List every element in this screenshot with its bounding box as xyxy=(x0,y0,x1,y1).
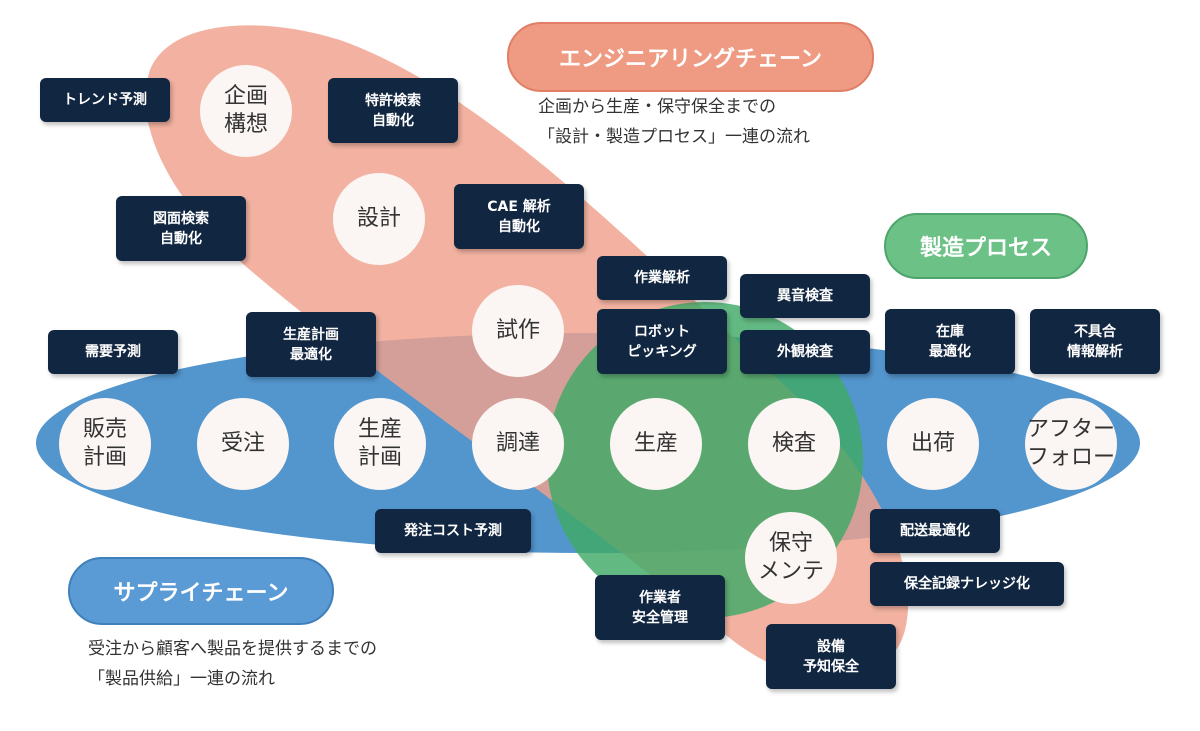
solution-worker-safety: 作業者 安全管理 xyxy=(595,575,725,640)
solution-trend-forecast: トレンド予測 xyxy=(40,78,170,122)
solution-work-analysis: 作業解析 xyxy=(597,256,727,300)
stage-hanbai-keikaku: 販売 計画 xyxy=(59,398,151,490)
stage-hoshu-mente: 保守 メンテ xyxy=(745,512,837,604)
stage-seisan-keikaku: 生産 計画 xyxy=(334,398,426,490)
supply-chain-title: サプライチェーン xyxy=(68,557,334,625)
solution-patent-search: 特許検索 自動化 xyxy=(328,78,458,143)
stage-kensa: 検査 xyxy=(748,398,840,490)
solution-cae-analysis: CAE 解析 自動化 xyxy=(454,184,584,249)
solution-abnormal-sound: 異音検査 xyxy=(740,274,870,318)
solution-predictive-maintenance: 設備 予知保全 xyxy=(766,624,896,689)
solution-maintenance-record: 保全記録ナレッジ化 xyxy=(870,562,1064,606)
solution-inventory: 在庫 最適化 xyxy=(885,309,1015,374)
manufacturing-process-title: 製造プロセス xyxy=(884,213,1088,279)
stage-after-follow: アフター フォロー xyxy=(1025,398,1117,490)
stage-kikaku-koso: 企画 構想 xyxy=(200,65,292,157)
stage-shisaku: 試作 xyxy=(472,285,564,377)
stage-seisan: 生産 xyxy=(610,398,702,490)
solution-order-cost: 発注コスト予測 xyxy=(375,509,531,553)
stage-sekkei: 設計 xyxy=(333,173,425,265)
solution-production-plan: 生産計画 最適化 xyxy=(246,312,376,377)
engineering-chain-description: 企画から生産・保守保全までの 「設計・製造プロセス」一連の流れ xyxy=(538,97,810,147)
engineering-chain-title: エンジニアリングチェーン xyxy=(507,22,874,92)
solution-defect-analysis: 不具合 情報解析 xyxy=(1030,309,1160,374)
solution-demand-forecast: 需要予測 xyxy=(48,330,178,374)
solution-delivery: 配送最適化 xyxy=(870,509,1000,553)
supply-chain-description: 受注から顧客へ製品を提供するまでの 「製品供給」一連の流れ xyxy=(88,639,377,689)
stage-shukka: 出荷 xyxy=(887,398,979,490)
solution-appearance-inspection: 外観検査 xyxy=(740,330,870,374)
stage-juchu: 受注 xyxy=(197,398,289,490)
stage-chotatsu: 調達 xyxy=(472,398,564,490)
solution-drawing-search: 図面検索 自動化 xyxy=(116,196,246,261)
solution-robot-picking: ロボット ピッキング xyxy=(597,309,727,374)
